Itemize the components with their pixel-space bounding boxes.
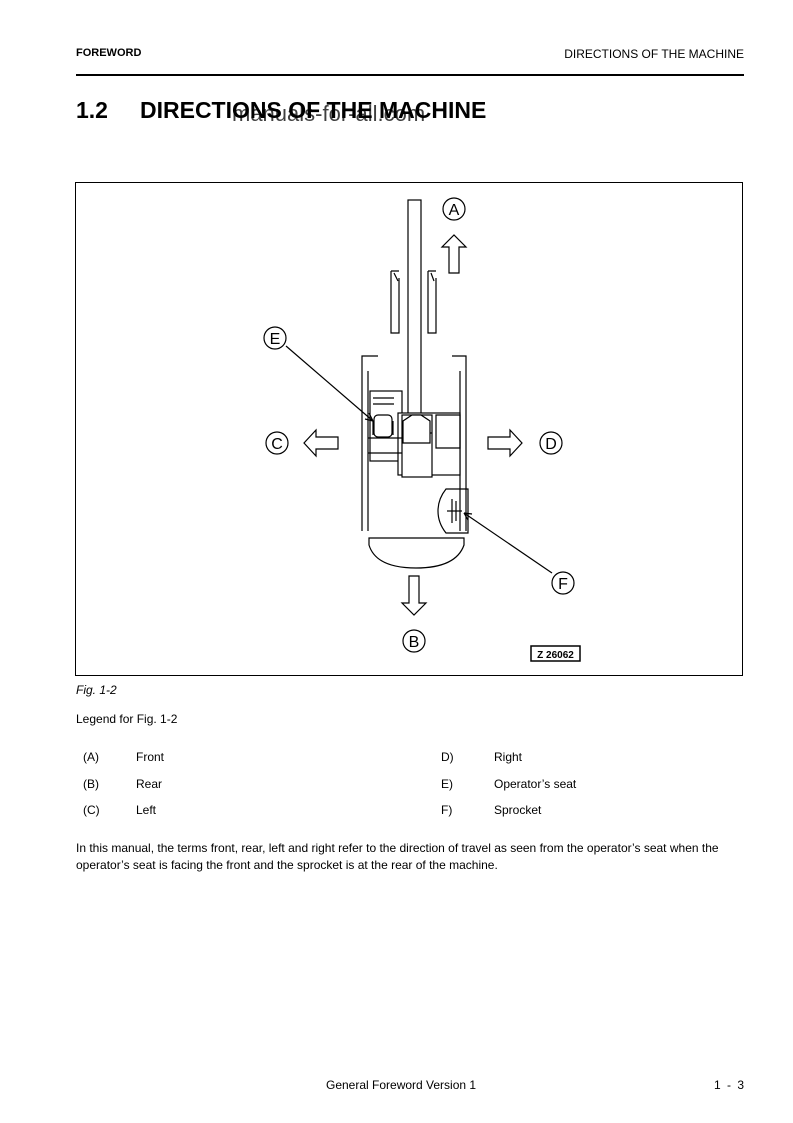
legend-label: Right [494,750,523,764]
legend-label: Front [136,750,165,764]
boom-arm [390,199,437,431]
legend-label: Left [136,803,157,817]
arrow-rear-icon [400,575,428,616]
legend-label: Operator’s seat [494,777,577,791]
callout-d-icon: D [539,431,563,455]
figure-code-box: Z 26062 [530,645,581,662]
legend-key: (B) [83,777,99,791]
legend-label: Sprocket [494,803,542,817]
section-title: DIRECTIONS OF THE MACHINE [140,97,487,123]
legend-key: (A) [83,750,99,764]
arrow-left-icon [303,428,339,458]
legend-key: F) [441,803,453,817]
callout-f-label: F [558,576,568,593]
callout-e-icon: E [263,326,287,350]
callout-f-icon: F [551,571,575,595]
legend-label: Rear [136,777,163,791]
callout-b-label: B [409,634,420,651]
callout-d-label: D [545,436,557,453]
arrow-front-icon [440,234,468,274]
callout-e-label: E [270,331,281,348]
body-paragraph: In this manual, the terms front, rear, l… [76,841,719,872]
figure-code: Z 26062 [537,650,574,661]
legend-key: (C) [83,803,100,817]
figure-caption: Fig. 1-2 [76,683,117,697]
watermark: manuals-for-all.com [232,101,426,126]
callout-a-label: A [449,202,460,219]
boom-foot [402,414,431,444]
footer-version: General Foreword Version 1 [326,1078,477,1092]
page-number: 1 - 3 [714,1078,745,1092]
section-number: 1.2 [76,97,108,123]
header-right: DIRECTIONS OF THE MACHINE [564,47,744,61]
legend-key: E) [441,777,453,791]
header-rule [76,74,744,76]
machine-diagram: A B C D E F Z 26062 [263,197,581,662]
legend-key: D) [441,750,454,764]
arrow-right-icon [487,428,523,458]
callout-c-label: C [271,436,283,453]
callout-a-icon: A [442,197,466,221]
legend-title: Legend for Fig. 1-2 [76,712,178,726]
sprocket-shape [437,488,469,534]
callout-c-icon: C [265,431,289,455]
figure-frame: A B C D E F Z 26062 [75,182,743,676]
header-left: FOREWORD [76,47,142,59]
leader-lines [285,345,553,574]
callout-b-icon: B [402,629,426,653]
operator-seat-shape [372,414,394,438]
arrows [303,234,523,616]
